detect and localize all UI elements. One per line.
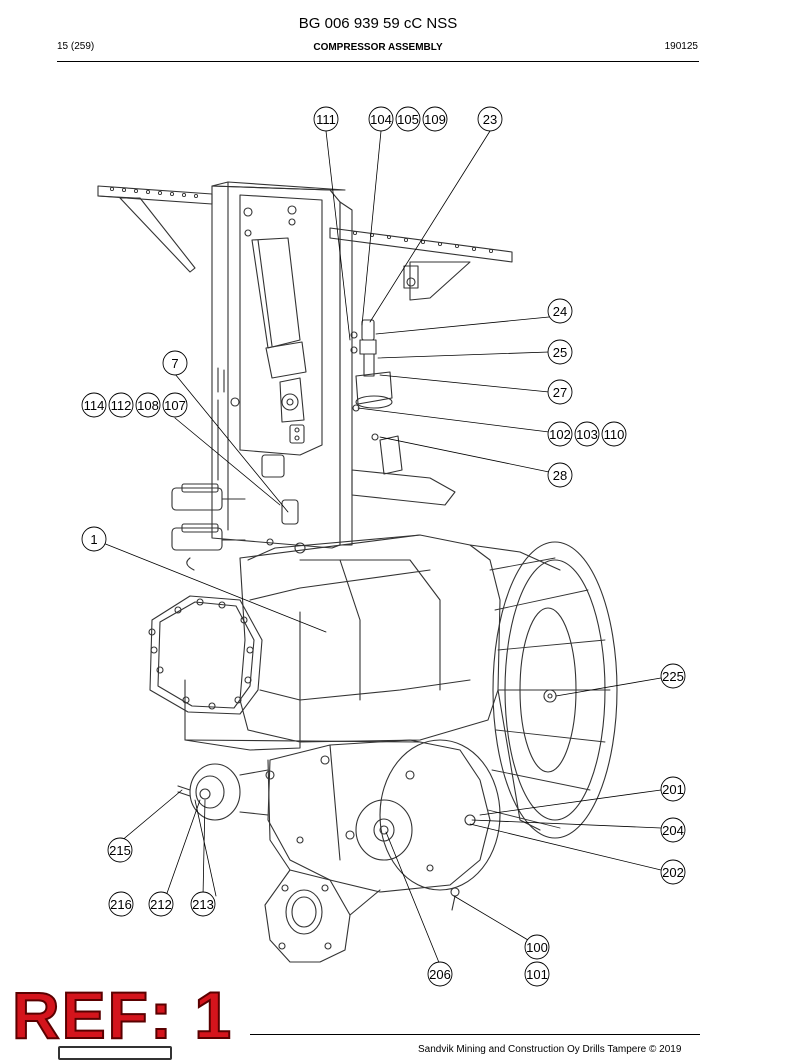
svg-text:104: 104 [370,112,392,127]
callout-100: 100 [524,934,550,960]
svg-text:108: 108 [137,398,159,413]
svg-text:107: 107 [164,398,186,413]
gearbox-housing [177,739,501,911]
svg-text:102: 102 [549,427,571,442]
callout-104: 104 [368,106,394,132]
svg-text:105: 105 [397,112,419,127]
callout-107: 107 [162,392,188,418]
mounting-foot [264,869,381,963]
mounting-rail [97,185,513,301]
callout-103: 103 [574,421,600,447]
header-rule [57,61,699,62]
svg-text:109: 109 [424,112,446,127]
callout-114: 114 [81,392,107,418]
svg-text:100: 100 [526,940,548,955]
callout-201: 201 [660,776,686,802]
callout-110: 110 [601,421,627,447]
svg-text:112: 112 [111,398,132,413]
callout-206: 206 [427,961,453,987]
svg-text:25: 25 [553,345,567,360]
page-number: 15 (259) [57,41,95,52]
date-code: 190125 [664,41,698,52]
callout-109: 109 [422,106,448,132]
svg-text:114: 114 [84,398,105,413]
svg-text:111: 111 [316,112,336,127]
callout-1: 1 [81,526,107,552]
svg-text:204: 204 [662,823,684,838]
valve-stack [352,319,403,475]
svg-text:24: 24 [553,304,567,319]
callout-24: 24 [547,298,573,324]
support-frame [211,181,456,549]
callout-102: 102 [547,421,573,447]
svg-text:101: 101 [526,967,548,982]
callout-212: 212 [148,891,174,917]
callout-213: 213 [190,891,216,917]
callout-215: 215 [107,837,133,863]
svg-text:212: 212 [150,897,172,912]
callout-112: 112 [108,392,134,418]
hydraulic-cylinder [251,237,307,444]
svg-text:28: 28 [553,468,567,483]
svg-text:202: 202 [662,865,684,880]
page-header: BG 006 939 59 cC NSS 15 (259) COMPRESSOR… [0,0,794,70]
leader-lines [102,130,662,966]
callout-108: 108 [135,392,161,418]
callout-28: 28 [547,462,573,488]
footer-copyright: Sandvik Mining and Construction Oy Drill… [418,1044,682,1055]
svg-text:103: 103 [576,427,598,442]
svg-text:215: 215 [109,843,131,858]
svg-text:206: 206 [429,967,451,982]
svg-text:201: 201 [662,782,684,797]
callout-105: 105 [395,106,421,132]
callout-25: 25 [547,339,573,365]
svg-text:23: 23 [483,112,497,127]
document-number: BG 006 939 59 cC NSS [298,15,458,32]
callout-7: 7 [162,350,188,376]
callout-216: 216 [108,891,134,917]
svg-text:225: 225 [662,669,684,684]
svg-text:213: 213 [192,897,214,912]
svg-text:27: 27 [553,385,567,400]
callout-111: 111 [313,106,339,132]
bell-housing [469,541,618,839]
section-title: COMPRESSOR ASSEMBLY [313,42,443,53]
svg-text:216: 216 [110,897,132,912]
svg-text:110: 110 [604,427,625,442]
compressor-housing [148,534,501,751]
svg-text:7: 7 [171,356,178,371]
callouts: 111 104 105 109 23 24 25 7 27 114 112 10… [81,106,686,987]
callout-27: 27 [547,379,573,405]
svg-text:1: 1 [90,532,97,547]
callout-225: 225 [660,663,686,689]
callout-204: 204 [660,817,686,843]
footer-rule [250,1034,700,1035]
callout-101: 101 [524,961,550,987]
solenoid-valves [171,454,306,571]
ref-stamp: REF: 1 [11,978,234,1052]
callout-23: 23 [477,106,503,132]
callout-202: 202 [660,859,686,885]
